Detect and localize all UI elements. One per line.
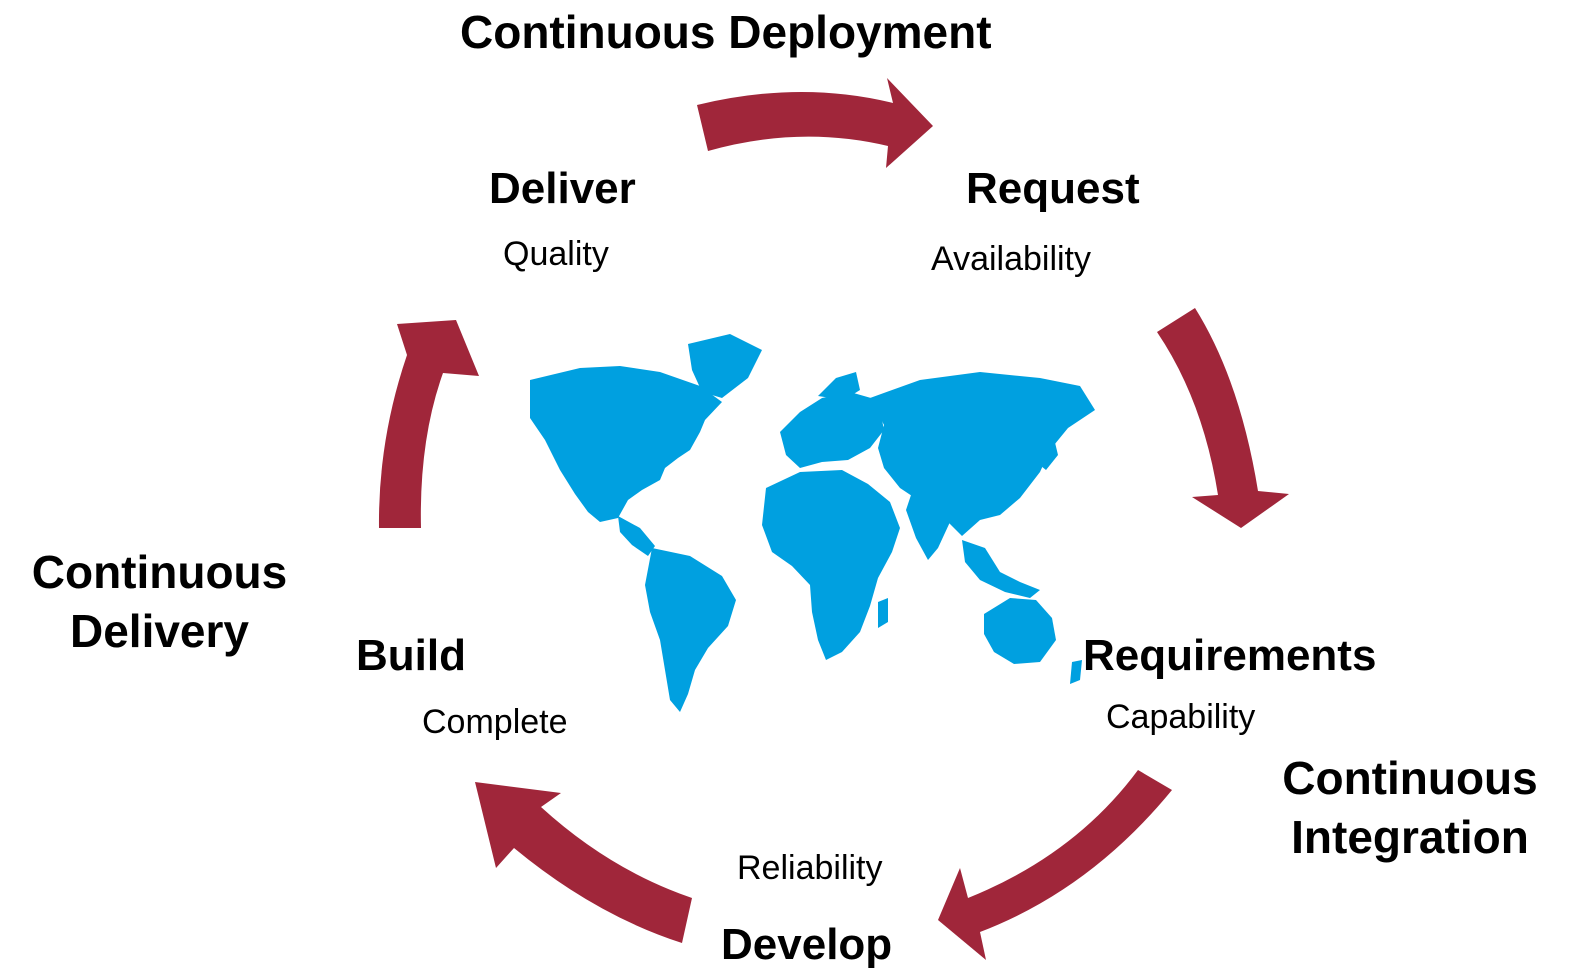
curved-arrow-icon <box>1157 308 1289 528</box>
arrow-deliver-to-request <box>697 78 933 168</box>
continent-japan <box>1036 430 1058 470</box>
continent-north-america <box>530 366 722 522</box>
phase-continuous-integration: Continuous Integration <box>1262 752 1558 864</box>
stage-request-subtitle: Availability <box>931 240 1092 278</box>
stage-request-title: Request <box>966 164 1140 213</box>
phase-continuous-integration-line2: Integration <box>1291 810 1529 863</box>
arrow-build-to-deliver <box>378 320 479 528</box>
stage-deliver-title: Deliver <box>489 164 636 213</box>
stage-requirements-subtitle: Capability <box>1106 698 1256 736</box>
curved-arrow-icon <box>697 78 933 168</box>
continent-africa <box>762 470 900 660</box>
continent-australia <box>984 598 1056 664</box>
arrow-request-to-requirements <box>1157 308 1289 528</box>
continent-scandinavia <box>818 372 860 400</box>
stage-build-subtitle: Complete <box>422 703 568 741</box>
stage-deliver-subtitle: Quality <box>503 235 609 273</box>
continent-southeast-asia <box>962 540 1040 598</box>
curved-arrow-icon <box>378 320 479 528</box>
stage-requirements-title: Requirements <box>1083 631 1377 680</box>
phase-continuous-delivery-line2: Delivery <box>69 604 249 657</box>
curved-arrow-icon <box>475 782 692 943</box>
phase-continuous-deployment: Continuous Deployment <box>460 6 992 58</box>
stage-develop-title: Develop <box>721 920 893 969</box>
stage-develop-subtitle: Reliability <box>737 849 883 887</box>
world-map-icon <box>530 334 1095 712</box>
continent-india <box>906 492 950 560</box>
continent-new-zealand <box>1070 660 1082 684</box>
continent-greenland <box>688 334 762 398</box>
arrow-requirements-to-develop <box>938 770 1172 960</box>
phase-continuous-delivery-line1: Continuous <box>31 546 288 598</box>
phase-continuous-delivery: Continuous Delivery <box>12 546 307 658</box>
continent-central-america <box>618 516 655 556</box>
arrow-develop-to-build <box>475 782 692 943</box>
stage-build-title: Build <box>356 631 466 680</box>
continent-madagascar <box>878 598 888 628</box>
continent-asia <box>870 372 1095 536</box>
phase-continuous-integration-line1: Continuous <box>1282 752 1538 804</box>
continent-europe <box>780 392 884 468</box>
continent-south-america <box>645 548 736 712</box>
curved-arrow-icon <box>938 770 1172 960</box>
